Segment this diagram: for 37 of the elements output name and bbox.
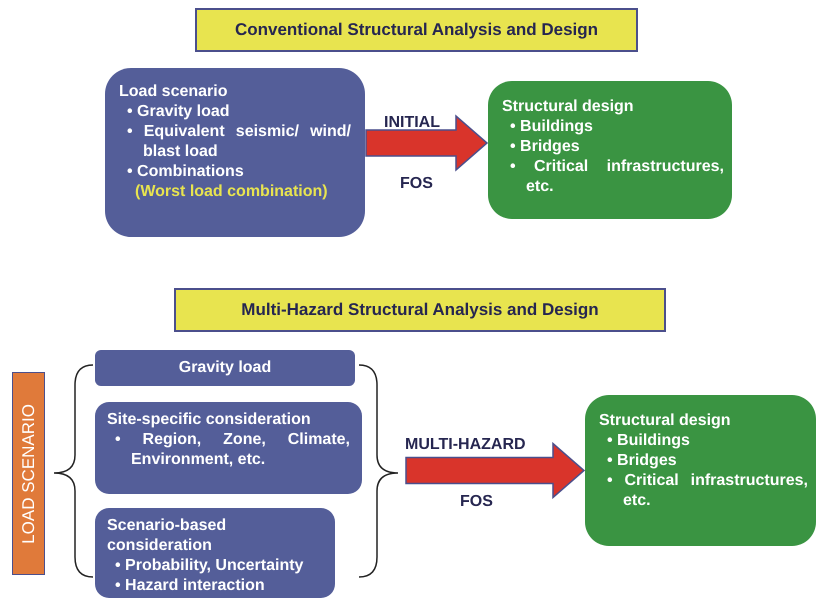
- box-heading: Structural design: [599, 411, 732, 431]
- list-item: • Combinations: [126, 162, 245, 182]
- list-item: • Hazard interaction: [114, 576, 266, 596]
- process-box: [95, 350, 355, 386]
- box-heading: Gravity load: [178, 358, 272, 378]
- arrow-label: INITIAL: [384, 113, 440, 133]
- list-item: • Bridges: [606, 451, 678, 471]
- list-item: • Buildings: [509, 117, 594, 137]
- process-box: [585, 395, 816, 546]
- list-item: • Critical infrastructures, etc.: [606, 471, 808, 511]
- title-banner: [195, 8, 638, 52]
- list-item: • Bridges: [509, 137, 581, 157]
- box-heading: Site-specific consideration: [107, 410, 312, 430]
- box-heading: Structural design: [502, 97, 635, 117]
- block-arrow: [365, 114, 488, 172]
- list-item: • Probability, Uncertainty: [114, 556, 304, 576]
- list-item: • Gravity load: [126, 102, 231, 122]
- process-box: [488, 81, 732, 219]
- title-text: Conventional Structural Analysis and Design: [234, 19, 598, 42]
- box-heading: Load scenario: [119, 82, 228, 102]
- list-item: • Critical infrastructures, etc.: [509, 157, 724, 197]
- process-box: [95, 508, 335, 598]
- list-item: • Region, Zone, Climate, Environment, etc.: [114, 430, 350, 470]
- side-label: LOAD SCENARIO: [18, 404, 39, 544]
- list-item: • Buildings: [606, 431, 691, 451]
- process-box: [105, 68, 365, 237]
- list-item: • Equivalent seismic/ wind/ blast load: [126, 122, 351, 162]
- arrow-label: FOS: [400, 174, 433, 194]
- title-banner: [174, 288, 666, 332]
- block-arrow: [405, 442, 586, 500]
- process-box: [95, 402, 362, 494]
- note-text: (Worst load combination): [134, 182, 329, 202]
- side-label-bar: [12, 372, 45, 575]
- title-text: Multi-Hazard Structural Analysis and Design: [241, 299, 599, 322]
- arrow-label: MULTI-HAZARD: [405, 435, 526, 455]
- box-heading: Scenario-based consideration: [107, 516, 228, 556]
- arrow-label: FOS: [460, 492, 493, 512]
